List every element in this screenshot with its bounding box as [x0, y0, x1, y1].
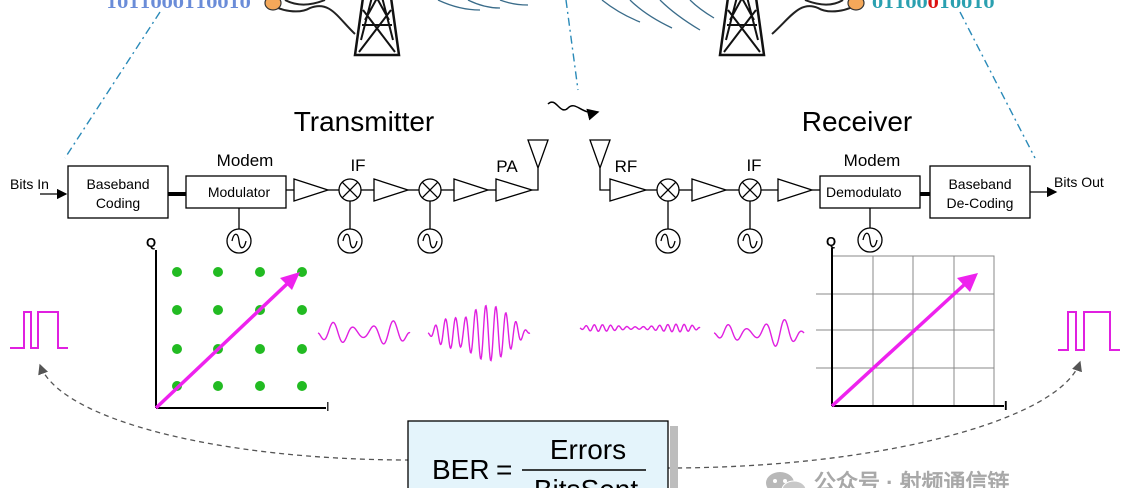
baseband-decoding-block	[929, 165, 1031, 219]
rx-vector-arrow	[830, 282, 967, 408]
bits-in-label: Bits In	[10, 176, 49, 192]
antenna-icon	[589, 139, 611, 191]
oscillator-icon	[737, 228, 763, 254]
bits-out-label: Bits Out	[1054, 174, 1104, 190]
power-amplifier-icon	[495, 178, 535, 202]
guide-lines	[64, 0, 1036, 159]
rx-i-axis-label: I	[1004, 398, 1008, 413]
amplifier-icon	[453, 178, 491, 202]
ber-denominator: BitsSent	[534, 474, 638, 488]
radio-waves-right	[601, 0, 715, 31]
mixer-icon	[418, 178, 442, 202]
rx-bits-prefix: 01100	[872, 0, 928, 12]
tx-vector-arrow	[154, 281, 290, 410]
baseband-decoding-line1: Baseband	[948, 176, 1011, 192]
tx-i-axis-label: I	[326, 399, 330, 414]
oscillator-icon	[337, 228, 363, 254]
mixer-icon	[738, 178, 762, 202]
oscillator-icon	[226, 228, 252, 254]
hand-icon	[264, 0, 356, 35]
demodulator-block	[819, 175, 921, 209]
tower-icon	[353, 0, 401, 57]
input-pulse-icon	[10, 311, 68, 349]
tx-bits-text: 1011000110010	[106, 0, 251, 12]
ber-equals: =	[496, 454, 512, 485]
rx-if-label: IF	[746, 156, 761, 175]
oscillator-icon	[857, 227, 883, 253]
if-wave	[427, 304, 531, 362]
amplifier-icon	[373, 178, 411, 202]
lna-icon	[609, 178, 649, 202]
hand-icon	[771, 0, 865, 35]
baseband-coding-line1: Baseband	[86, 176, 149, 192]
radio-waves-left	[437, 0, 529, 11]
ber-numerator: Errors	[550, 434, 626, 465]
modulator-block	[185, 175, 287, 209]
tx-modem-label: Modem	[217, 151, 274, 170]
rx-constellation: Q I	[816, 234, 1008, 413]
rx-bits-suffix: 10010	[939, 0, 995, 12]
wechat-icon	[766, 472, 807, 493]
modulator-label: Modulator	[208, 184, 271, 200]
mixer-icon	[338, 178, 362, 202]
demodulator-label: Demodulato	[826, 184, 902, 200]
tx-constellation: Q I	[146, 235, 330, 414]
baseband-coding-line2: Coding	[96, 195, 140, 211]
rf-wave	[579, 323, 701, 333]
rf-label: RF	[615, 157, 638, 176]
mixer-icon	[656, 178, 680, 202]
ber-arc-left	[38, 363, 411, 461]
ber-formula-box	[407, 420, 669, 492]
amplifier-icon	[777, 178, 815, 202]
tx-q-axis-label: Q	[146, 235, 156, 250]
amplifier-icon	[293, 178, 331, 202]
ber-box-shadow	[670, 426, 678, 488]
receiver-title: Receiver	[802, 106, 912, 137]
rx-q-axis-label: Q	[826, 234, 836, 249]
tower-icon	[718, 0, 766, 57]
watermark-text: 公众号 · 射频通信链	[814, 470, 1010, 488]
output-pulse-icon	[1058, 311, 1120, 351]
ber-arc-right	[667, 360, 1082, 469]
transmitter-title: Transmitter	[294, 106, 435, 137]
ber-lhs: BER	[432, 454, 490, 485]
pa-label: PA	[496, 157, 518, 176]
demod-wave	[713, 318, 805, 347]
baseband-decoding-line2: De-Coding	[947, 195, 1014, 211]
modulated-wave	[317, 320, 411, 345]
oscillator-icon	[417, 228, 443, 254]
tx-if-label: IF	[350, 156, 365, 175]
antenna-icon	[527, 139, 549, 191]
amplifier-icon	[691, 178, 729, 202]
oscillator-icon	[655, 228, 681, 254]
rx-bits-text: 01100010010	[872, 0, 994, 12]
rx-bit-error: 0	[928, 0, 939, 12]
wireless-link-icon	[547, 101, 600, 121]
rx-modem-label: Modem	[844, 151, 901, 170]
